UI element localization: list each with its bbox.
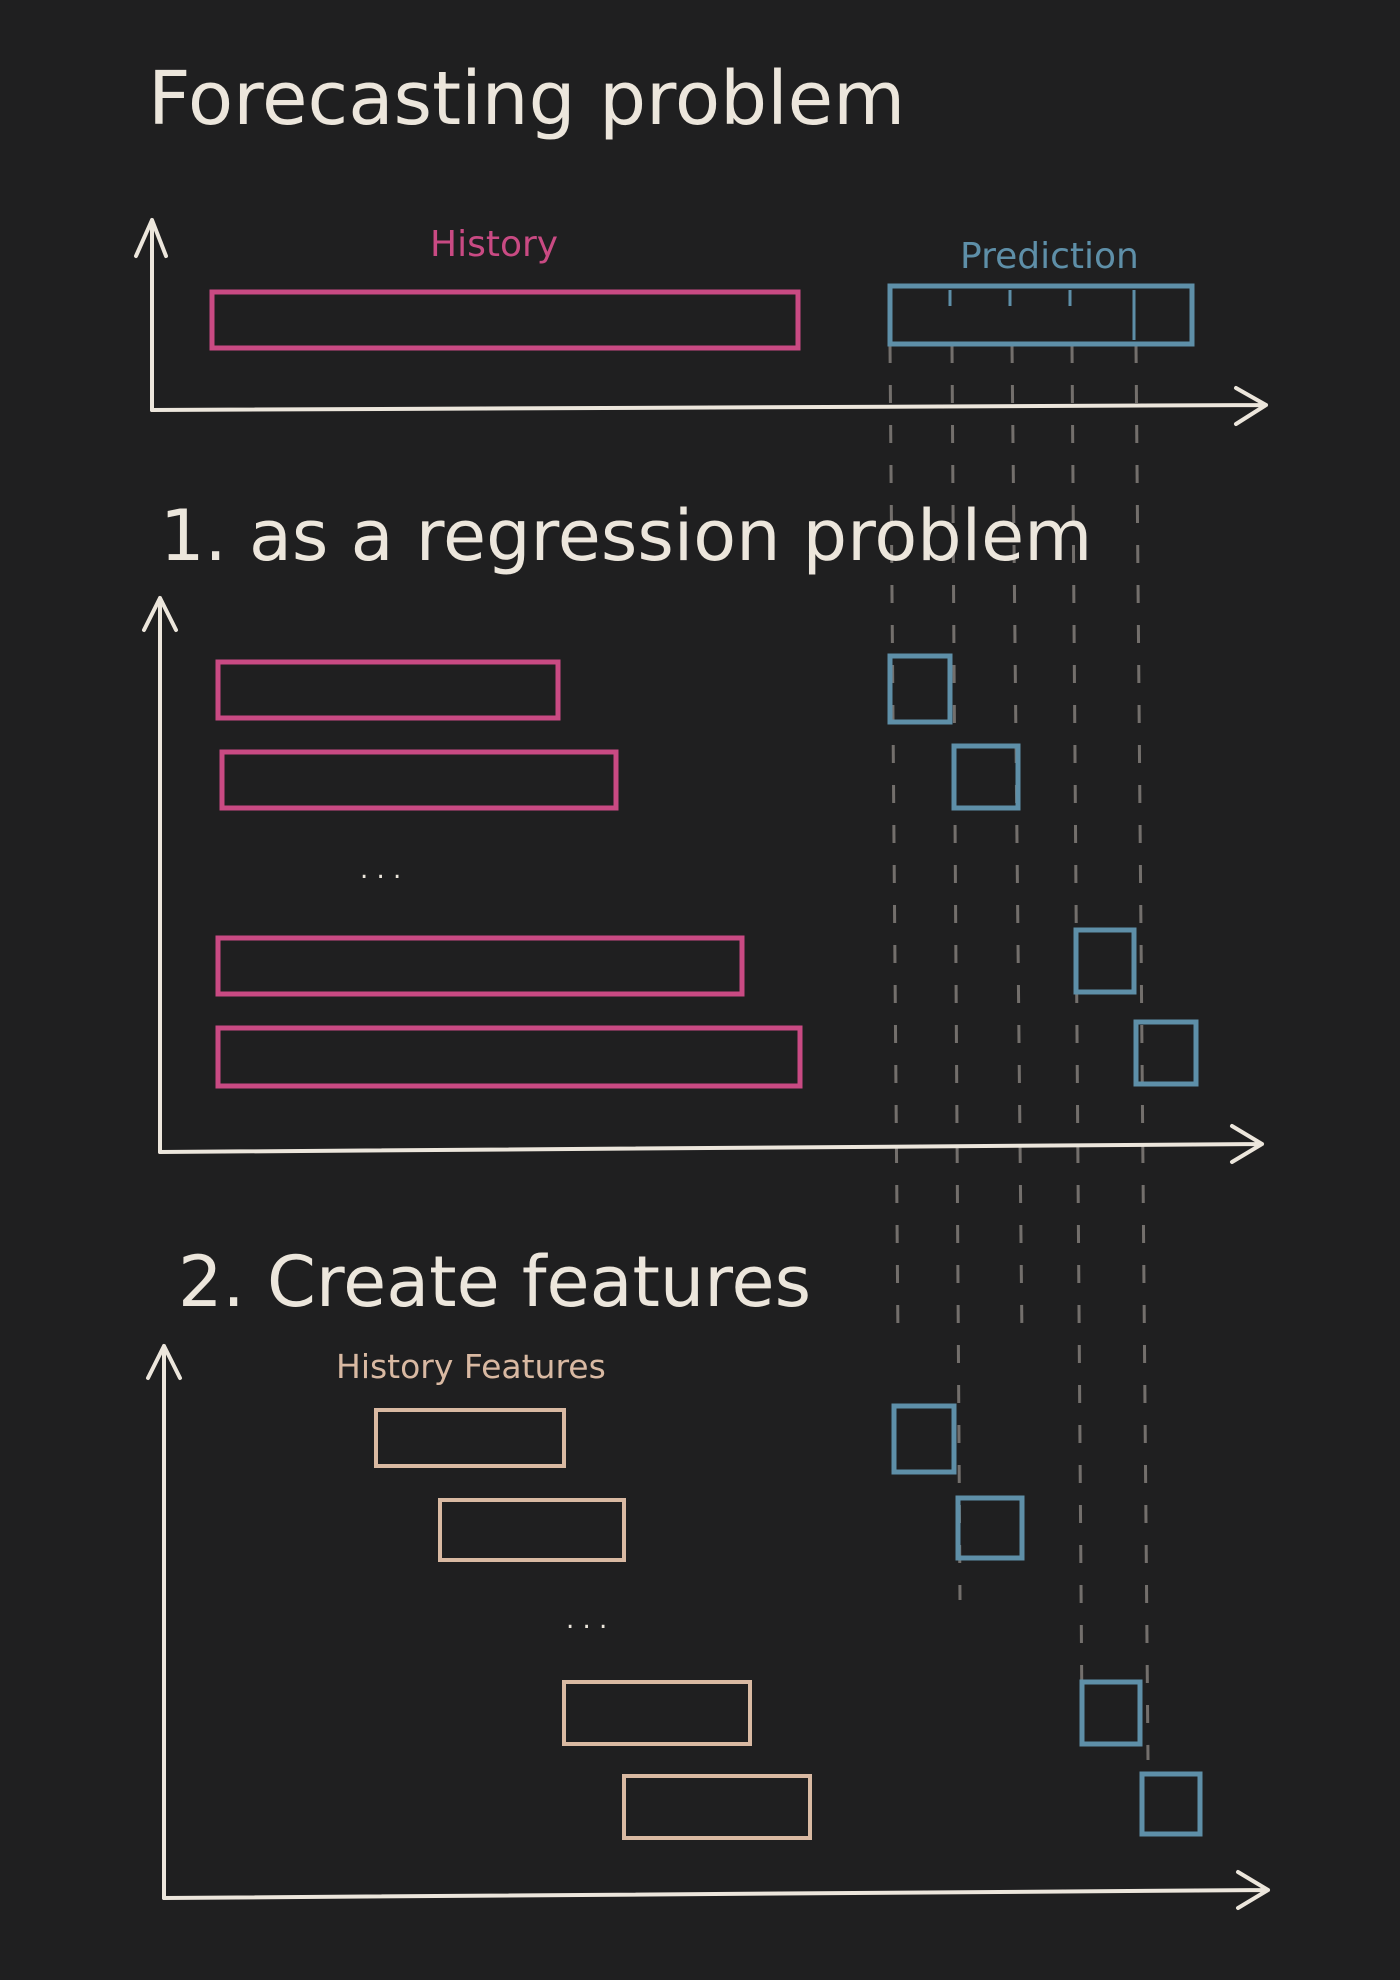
regression-history-box-3	[215, 935, 745, 997]
feature-prediction-box-2	[955, 1495, 1025, 1561]
guide-line-4	[1070, 344, 1084, 1721]
prediction-guides	[888, 344, 1150, 1761]
section-regression: 1. as a regression problem . . .	[142, 495, 1264, 1164]
y-axis-3	[146, 1344, 182, 1900]
feature-box-1	[374, 1408, 566, 1468]
regression-heading: 1. as a regression problem	[160, 495, 1092, 577]
regression-prediction-box-3	[1073, 927, 1137, 995]
regression-prediction-box-4	[1133, 1019, 1199, 1087]
regression-prediction-box-1	[887, 653, 953, 725]
history-box	[209, 289, 801, 351]
prediction-label: Prediction	[960, 236, 1139, 277]
regression-history-box-2	[219, 749, 619, 811]
guide-line-1	[888, 344, 900, 1341]
feature-prediction-box-1	[891, 1403, 957, 1475]
section-forecasting: History Prediction	[134, 218, 1268, 426]
page-title: Forecasting problem	[148, 56, 905, 142]
feature-box-2	[438, 1498, 626, 1562]
x-axis-1	[150, 386, 1268, 426]
guide-line-2	[950, 344, 962, 1601]
regression-ellipsis: . . .	[360, 855, 401, 885]
section-features: 2. Create features History Features . . …	[146, 1241, 1270, 1910]
x-axis-3	[162, 1870, 1270, 1910]
prediction-box	[887, 283, 1195, 347]
y-axis-1	[134, 218, 168, 412]
x-axis-2	[158, 1124, 1264, 1164]
features-ellipsis: . . .	[566, 1605, 607, 1635]
feature-prediction-box-4	[1139, 1771, 1203, 1837]
regression-history-box-1	[215, 659, 561, 721]
feature-box-3	[562, 1680, 752, 1746]
guide-line-3	[1010, 344, 1024, 1341]
y-axis-2	[142, 596, 178, 1154]
regression-history-box-4	[215, 1025, 803, 1089]
feature-prediction-box-3	[1079, 1679, 1143, 1747]
feature-box-4	[622, 1774, 812, 1840]
regression-prediction-box-2	[951, 743, 1021, 811]
prediction-step-ticks	[948, 290, 1136, 340]
history-features-label: History Features	[336, 1347, 606, 1386]
history-label: History	[430, 224, 558, 265]
features-heading: 2. Create features	[178, 1241, 811, 1323]
